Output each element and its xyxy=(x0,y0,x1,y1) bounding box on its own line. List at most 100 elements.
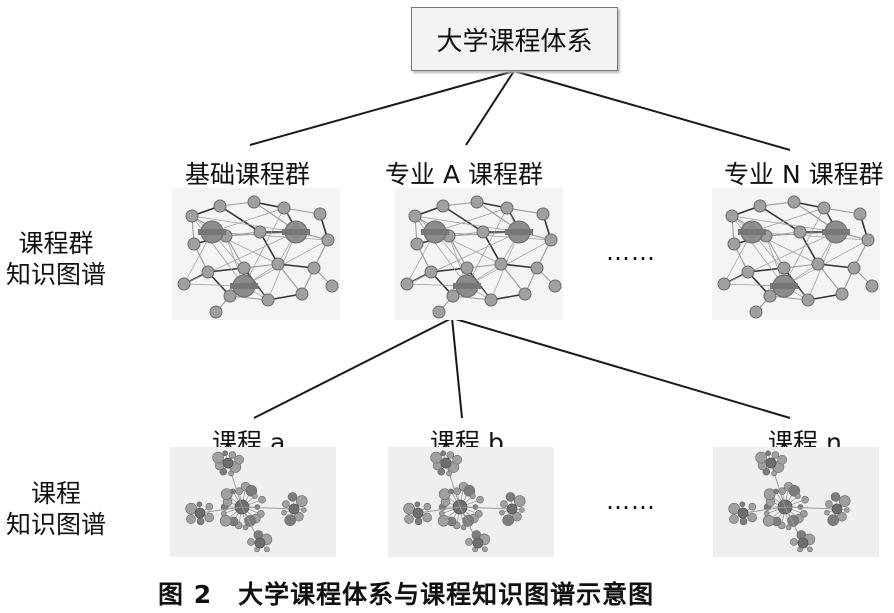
graph-node xyxy=(505,492,516,502)
graph-node xyxy=(518,287,532,301)
group-label-major-a: 专业 A 课程群 xyxy=(385,160,543,189)
graph-node xyxy=(460,261,474,275)
graph-hub-bar xyxy=(453,283,481,289)
graph-node xyxy=(500,500,508,508)
graph-node xyxy=(470,195,484,209)
graph-node xyxy=(472,504,479,510)
graph-node xyxy=(295,287,309,301)
graph-node xyxy=(325,279,339,293)
graph-hub-node xyxy=(737,507,749,519)
graph-node xyxy=(284,514,297,527)
graph-node xyxy=(205,502,214,511)
graph-node xyxy=(446,470,452,477)
graph-edge xyxy=(191,215,297,233)
graph-edge xyxy=(211,207,285,233)
graph-edge xyxy=(414,215,468,287)
graph-node xyxy=(408,209,422,223)
graph-node xyxy=(437,514,450,527)
graph-node xyxy=(729,514,739,524)
graph-edge xyxy=(731,215,785,287)
graph-node xyxy=(234,454,244,465)
graph-node xyxy=(725,209,739,223)
side-label-course-kg-line-1: 课程 xyxy=(31,479,82,508)
graph-node xyxy=(446,289,460,303)
graph-node xyxy=(201,265,215,279)
side-label-group-kg-line-2: 知识图谱 xyxy=(6,260,107,289)
graph-node xyxy=(773,488,779,495)
graph-node xyxy=(807,546,813,553)
course-knowledge-graph-b xyxy=(388,447,554,557)
graph-hub-node xyxy=(194,507,206,519)
graph-node xyxy=(177,277,191,291)
graph-node xyxy=(830,492,841,502)
graph-node xyxy=(771,470,777,477)
graph-node xyxy=(470,493,476,500)
graph-node xyxy=(439,510,445,517)
graph-hub-node xyxy=(506,503,518,515)
graph-node xyxy=(502,514,515,527)
graph-node xyxy=(261,293,275,307)
graph-hub-node xyxy=(440,457,452,469)
graph-edge xyxy=(784,506,838,510)
graph-node xyxy=(228,470,234,477)
graph-node xyxy=(749,305,763,319)
graph-hub-bar xyxy=(421,229,449,235)
group-knowledge-graph-major-a xyxy=(395,188,563,320)
graph-edge xyxy=(243,239,329,287)
graph-node xyxy=(452,454,462,465)
graph-hub-bar xyxy=(282,229,310,235)
graph-node xyxy=(530,261,544,275)
graph-node xyxy=(777,261,791,275)
graph-node xyxy=(438,488,451,500)
graph-node xyxy=(771,451,780,459)
graph-node xyxy=(187,237,201,251)
graph-edge xyxy=(459,506,513,510)
side-label-group-kg-line-1: 课程群 xyxy=(18,229,94,258)
graph-node xyxy=(748,502,757,511)
graph-node xyxy=(230,488,236,495)
graph-node xyxy=(282,500,290,508)
graph-hub-bar xyxy=(230,283,258,289)
group-ellipsis: …… xyxy=(606,238,656,266)
graph-node xyxy=(717,277,731,291)
graph-node xyxy=(494,257,508,271)
graph-node xyxy=(446,451,455,459)
graph-node xyxy=(277,201,291,215)
graph-hub-node xyxy=(797,537,809,549)
graph-hub-node xyxy=(222,457,234,469)
graph-node xyxy=(228,451,237,459)
graph-node xyxy=(484,293,498,307)
graph-node xyxy=(264,546,270,553)
graph-edge xyxy=(442,205,484,233)
graph-node xyxy=(307,261,321,275)
graph-hub-node xyxy=(765,457,777,469)
connector-root-to-group-3 xyxy=(513,70,791,151)
graph-node xyxy=(847,261,861,275)
side-label-course-kg-line-2: 知识图谱 xyxy=(6,510,107,539)
graph-edge xyxy=(191,215,245,287)
graph-hub-node xyxy=(288,503,300,515)
graph-edge xyxy=(783,207,825,287)
graph-node xyxy=(252,493,258,500)
graph-node xyxy=(247,195,261,209)
graph-node xyxy=(739,501,746,508)
graph-node xyxy=(242,524,249,531)
graph-node xyxy=(499,509,505,516)
graph-node xyxy=(548,279,562,293)
graph-node xyxy=(414,501,421,508)
graph-node xyxy=(436,199,450,213)
graph-node xyxy=(753,199,767,213)
graph-node xyxy=(727,237,741,251)
graph-node xyxy=(432,305,446,319)
graph-edge xyxy=(417,506,461,514)
graph-node xyxy=(817,201,831,215)
graph-node xyxy=(185,209,199,223)
graph-node xyxy=(460,524,467,531)
graph-node xyxy=(824,509,830,516)
graph-node xyxy=(797,504,804,510)
graph-node xyxy=(222,450,228,457)
graph-node xyxy=(747,512,757,523)
graph-hub-node xyxy=(254,537,266,549)
graph-node xyxy=(544,233,558,247)
